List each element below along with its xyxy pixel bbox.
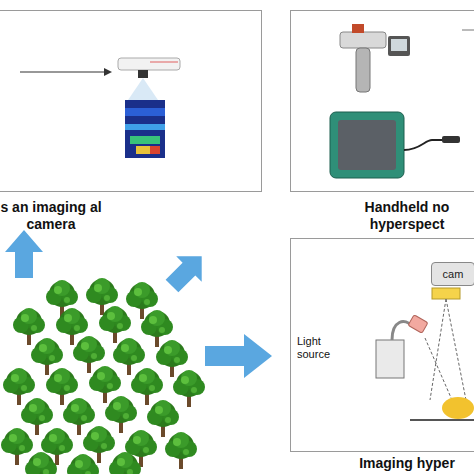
tree bbox=[1, 428, 33, 465]
tree bbox=[3, 368, 35, 405]
imaging-camera-illustration bbox=[20, 58, 180, 158]
tree bbox=[63, 398, 95, 435]
light-ray bbox=[425, 338, 452, 400]
method-box: Handheld no hyperspect bbox=[290, 10, 474, 192]
tree bbox=[21, 398, 53, 435]
camera-box: cam bbox=[431, 262, 474, 286]
tree bbox=[25, 452, 57, 474]
hyperspectral-cube bbox=[125, 100, 165, 158]
method-box: Imaging hypercamLight source bbox=[290, 238, 474, 452]
tree bbox=[113, 338, 145, 375]
device-grip bbox=[356, 48, 370, 92]
stage bbox=[410, 419, 474, 421]
tree bbox=[156, 340, 188, 377]
light-source bbox=[376, 340, 404, 378]
tree bbox=[173, 370, 205, 407]
sample bbox=[442, 397, 474, 419]
lamp-head bbox=[408, 315, 428, 333]
cube-layer bbox=[136, 146, 150, 154]
imaging-setup-illustration bbox=[376, 288, 474, 420]
cube-layer bbox=[150, 146, 160, 154]
cube-layer bbox=[125, 124, 165, 130]
handheld-device-illustration bbox=[330, 24, 474, 178]
probe bbox=[442, 136, 460, 143]
cable bbox=[404, 140, 444, 150]
tree bbox=[109, 452, 141, 474]
divider-line bbox=[462, 30, 474, 31]
tree bbox=[165, 432, 197, 469]
device-case bbox=[330, 112, 404, 178]
tree bbox=[89, 366, 121, 403]
right-arrow bbox=[205, 334, 272, 378]
view-cone bbox=[128, 78, 158, 100]
cube-layer bbox=[130, 136, 160, 144]
tree bbox=[13, 308, 45, 345]
tree bbox=[99, 306, 131, 343]
cube-layer bbox=[125, 108, 165, 116]
tree bbox=[73, 336, 105, 373]
diagonal-arrow bbox=[159, 244, 214, 299]
tree bbox=[105, 396, 137, 433]
up-arrow bbox=[5, 230, 43, 278]
caption: s an imaging al camera bbox=[0, 199, 103, 233]
tree bbox=[67, 454, 99, 474]
camera-lens bbox=[138, 70, 148, 78]
device-head bbox=[340, 32, 386, 48]
caption: Imaging hyper bbox=[347, 455, 467, 472]
device-top bbox=[352, 24, 364, 33]
camera-stripe bbox=[150, 62, 178, 63]
camera-mount bbox=[432, 288, 460, 299]
tree bbox=[131, 368, 163, 405]
camera-ray bbox=[446, 299, 466, 400]
screen-display bbox=[391, 39, 407, 51]
component-label: Light source bbox=[297, 335, 343, 361]
flow-arrows bbox=[5, 230, 272, 378]
arrow-head bbox=[104, 68, 112, 76]
camera-ray bbox=[430, 299, 446, 400]
caption: Handheld no hyperspect bbox=[353, 199, 461, 233]
tree bbox=[147, 400, 179, 437]
method-box: s an imaging al camera bbox=[0, 10, 262, 192]
flight-line bbox=[20, 71, 108, 72]
box-text: cam bbox=[443, 268, 464, 280]
orchard bbox=[1, 278, 205, 474]
case-panel bbox=[338, 120, 396, 170]
tree bbox=[46, 368, 78, 405]
device-screen bbox=[388, 36, 410, 56]
camera-body bbox=[118, 58, 180, 70]
